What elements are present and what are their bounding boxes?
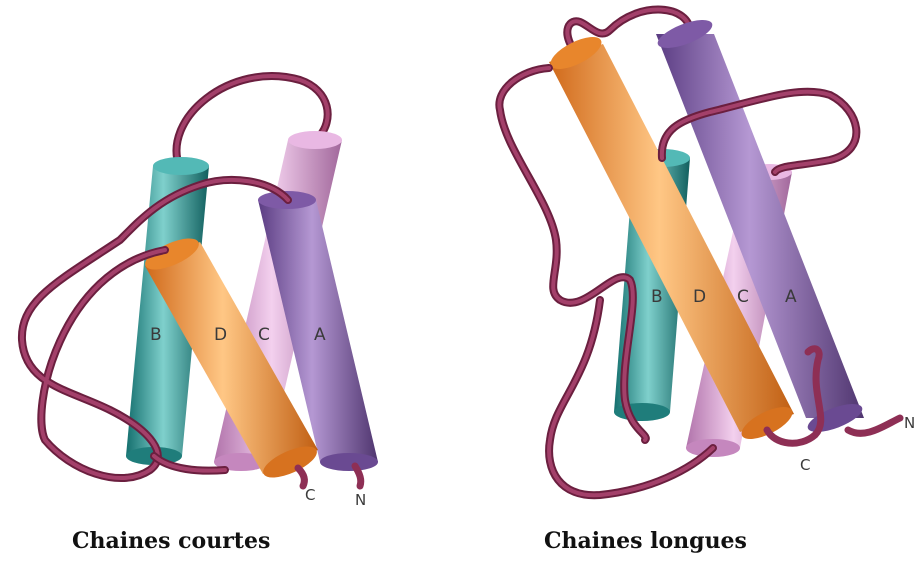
helix-label-d: D [693, 287, 706, 307]
n-terminus-label: N [355, 491, 366, 509]
c-terminus-label: C [800, 456, 810, 474]
long-chain-bundle: B D C A C N [499, 10, 915, 496]
helix-label-b: B [150, 325, 162, 345]
helix-label-d: D [214, 325, 227, 345]
c-terminus-tail [298, 468, 304, 486]
caption-short-chains: Chaines courtes [72, 528, 270, 554]
n-terminus-tail [355, 466, 361, 486]
n-terminus-tail [848, 418, 900, 433]
helix-label-b: B [651, 287, 663, 307]
short-chain-bundle: B D C A C N [22, 76, 378, 509]
caption-long-chains: Chaines longues [544, 528, 747, 554]
helix-label-c: C [737, 287, 749, 307]
helix-label-a: A [314, 325, 326, 345]
c-terminus-label: C [305, 486, 315, 504]
helix-label-a: A [785, 287, 797, 307]
n-terminus-label: N [904, 414, 915, 432]
helix-label-c: C [258, 325, 270, 345]
